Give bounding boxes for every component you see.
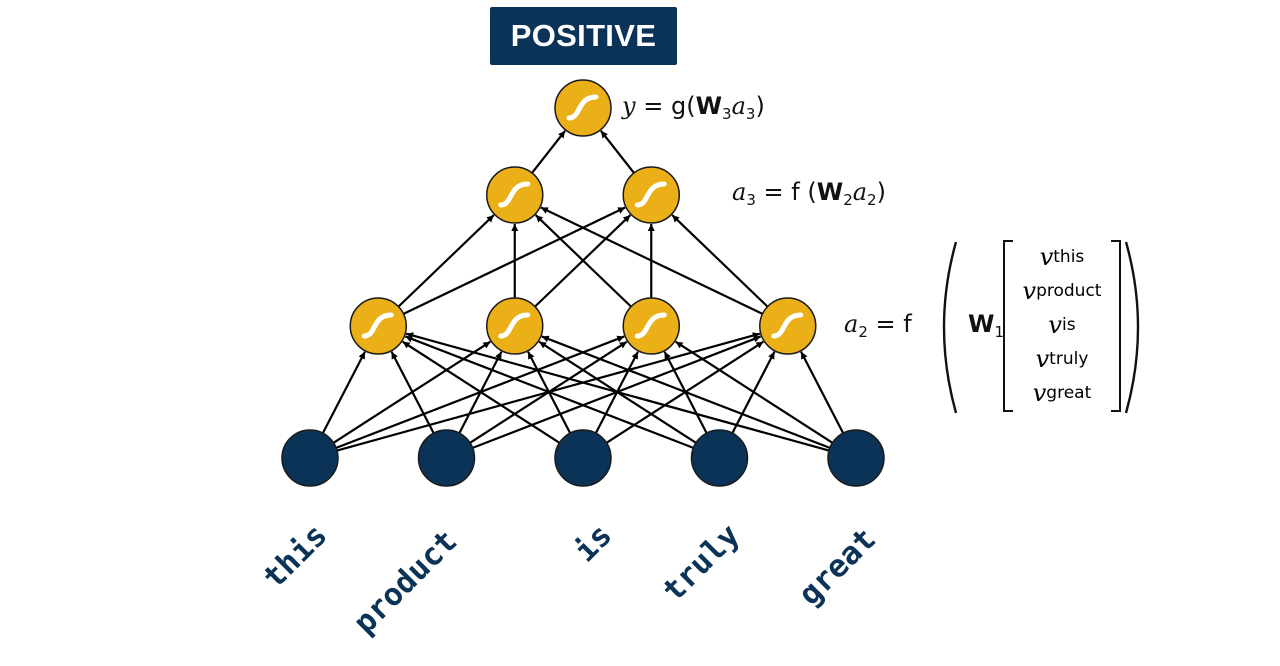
edge-input-1-to-hidden-1-0: [390, 351, 435, 434]
edge-input-4-to-hidden-1-3: [800, 351, 845, 434]
node-hidden-1-0: [349, 297, 407, 355]
sigmoid-node-circle: [622, 297, 680, 355]
sigmoid-icon: [566, 94, 599, 121]
eq-hidden1-equals: =: [875, 310, 896, 338]
eq-hidden2-lhs: a: [732, 178, 747, 206]
eq-hidden1-weight: W: [968, 310, 995, 338]
eq-hidden2-weight: W: [816, 178, 844, 206]
embedding-node-circle: [417, 429, 476, 487]
output-class-label: POSITIVE: [490, 7, 677, 65]
edge-input-4-to-hidden-1-1: [541, 335, 831, 449]
sigmoid-node-circle: [622, 166, 680, 224]
edge-hidden-1-3-to-hidden-2-1: [671, 214, 769, 308]
left-big-paren: [942, 241, 958, 414]
edge-input-0-to-hidden-1-0: [321, 351, 366, 434]
equation-hidden2: a3 = f (W2a2): [732, 178, 886, 209]
embedding-node-circle: [554, 429, 612, 487]
node-hidden-2-0: [486, 166, 544, 224]
eq-output-fn: g: [670, 92, 687, 120]
edge-hidden-2-1-to-output-0: [600, 130, 635, 174]
edge-hidden-1-3-to-hidden-2-0: [540, 206, 763, 315]
embedding-node-circle: [281, 429, 339, 487]
node-input-1: [417, 429, 476, 487]
edge-hidden-1-0-to-hidden-2-0: [397, 214, 495, 308]
sigmoid-node-circle: [486, 297, 544, 355]
sigmoid-icon: [771, 312, 804, 339]
node-hidden-1-2: [622, 297, 680, 355]
sigmoid-icon: [498, 312, 531, 339]
eq-hidden1-lhs-sub: 2: [858, 323, 868, 341]
edge-input-4-to-hidden-1-0: [405, 332, 830, 452]
eq-output-equals: =: [643, 92, 664, 120]
vector-symbol: v: [1032, 379, 1047, 407]
edge-hidden-2-0-to-output-0: [531, 130, 566, 174]
eq-hidden1-weight-wrap: W1: [968, 310, 1005, 341]
sigmoid-icon: [498, 181, 531, 208]
embedding-node-circle: [690, 429, 749, 487]
node-input-0: [281, 429, 339, 487]
eq-output-weight-sub: 3: [722, 105, 732, 123]
vector-symbol: v: [1035, 345, 1050, 373]
eq-hidden2-fn: f: [791, 178, 800, 206]
node-input-4: [827, 429, 885, 487]
right-big-paren: [1124, 241, 1140, 414]
sigmoid-icon: [361, 312, 394, 339]
sigmoid-node-circle: [759, 297, 817, 355]
equation-output: y = g(W3a3): [622, 92, 765, 123]
sigmoid-node-circle: [486, 166, 544, 224]
eq-hidden1-weight-sub: 1: [994, 323, 1005, 341]
eq-hidden2-equals: =: [763, 178, 784, 206]
node-hidden-2-1: [622, 166, 680, 224]
node-hidden-1-1: [486, 297, 544, 355]
sigmoid-node-circle: [554, 79, 612, 137]
eq-hidden1-fn: f: [903, 310, 912, 338]
eq-output-weight: W: [695, 92, 723, 120]
eq-output-act-sub: 3: [745, 105, 756, 123]
eq-hidden2-act-sub: 2: [867, 191, 877, 209]
vector-symbol: v: [1048, 311, 1062, 339]
node-input-3: [690, 429, 749, 487]
sigmoid-icon: [634, 312, 667, 339]
equation-hidden1: a2 = f: [844, 310, 912, 341]
sigmoid-node-circle: [349, 297, 407, 355]
node-output-0: [554, 79, 612, 137]
eq-hidden2-lhs-sub: 3: [746, 191, 756, 209]
eq-hidden2-weight-sub: 2: [843, 191, 853, 209]
edge-input-4-to-hidden-1-2: [675, 340, 834, 444]
nodes-group: [281, 79, 885, 487]
edge-hidden-1-2-to-hidden-2-0: [534, 214, 632, 308]
sigmoid-icon: [634, 181, 667, 208]
edge-input-2-to-hidden-1-0: [402, 340, 561, 444]
eq-hidden1-lhs: a: [844, 310, 859, 338]
edge-input-3-to-hidden-1-0: [404, 335, 694, 449]
embedding-node-circle: [827, 429, 885, 487]
node-input-2: [554, 429, 612, 487]
vector-symbol: v: [1022, 277, 1037, 305]
eq-output-lhs: y: [622, 92, 636, 120]
edges-group: [321, 130, 845, 452]
eq-hidden2-act: a: [852, 178, 868, 206]
eq-output-act: a: [731, 92, 746, 120]
vector-symbol: v: [1039, 243, 1054, 271]
node-hidden-1-3: [759, 297, 817, 355]
